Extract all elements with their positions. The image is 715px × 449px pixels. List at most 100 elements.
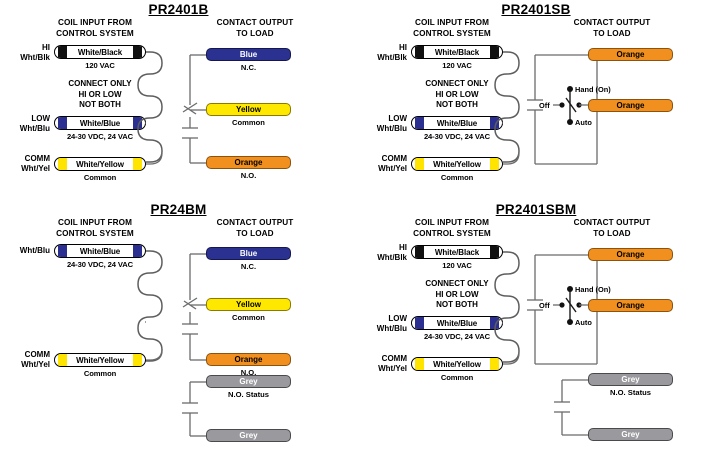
wire-label: White/Blue: [436, 118, 478, 128]
wire-caption-common: Common: [440, 173, 474, 182]
load-yellow: Yellow: [206, 298, 291, 311]
wire-pill-white-yellow: White/Yellow: [54, 353, 146, 367]
load-caption-no: N.O.: [240, 171, 257, 180]
wire-label: White/Black: [434, 47, 480, 57]
wire-lead-low: LOW Wht/Blu: [376, 314, 407, 333]
wire-pill-white-blue: White/Blue: [54, 116, 146, 130]
wire-band-right: [133, 46, 142, 58]
wire-band-right: [490, 246, 499, 258]
diagram-pr24bm: PR24BM COIL INPUT FROM CONTROL SYSTEM CO…: [0, 200, 357, 449]
wire-pill-white-black: White/Black: [411, 245, 503, 259]
wire-lead-low: LOW Wht/Blu: [19, 114, 50, 133]
wire-band-right: [133, 245, 142, 257]
wire-lead-hi: HI Wht/Blk: [377, 243, 407, 262]
wire-label: White/Black: [77, 47, 123, 57]
column-header-coil-input: COIL INPUT FROM CONTROL SYSTEM: [56, 18, 134, 38]
wire-band-left: [58, 245, 67, 257]
column-header-contact-output: CONTACT OUTPUT TO LOAD: [573, 218, 651, 238]
column-header-coil-input: COIL INPUT FROM CONTROL SYSTEM: [56, 218, 134, 238]
wiring-lines-pr24bm: [137, 250, 206, 437]
wire-pill-white-blue: White/Blue: [54, 244, 146, 258]
switch-label-hand: Hand (On): [575, 85, 611, 94]
load-caption-common: Common: [232, 118, 265, 127]
wire-band-left: [58, 46, 67, 58]
diagram-pr2401sbm: PR2401SBM COIL INPUT FROM CONTROL SYSTEM…: [357, 200, 715, 449]
wire-caption-common: Common: [440, 373, 474, 382]
wire-lead-comm: COMM Wht/Yel: [21, 154, 50, 173]
wire-voltage-120: 120 VAC: [442, 61, 472, 70]
load-orange-top: Orange: [588, 48, 673, 61]
wire-lead-comm: COMM Wht/Yel: [21, 350, 50, 369]
wire-band-right: [133, 158, 142, 170]
note-connect-only: CONNECT ONLY HI OR LOW NOT BOTH: [68, 79, 132, 109]
column-header-coil-input: COIL INPUT FROM CONTROL SYSTEM: [413, 18, 491, 38]
wire-pill-white-yellow: White/Yellow: [54, 157, 146, 171]
wire-lead-hi: HI Wht/Blk: [20, 43, 50, 62]
wire-band-left: [415, 358, 424, 370]
wire-band-left: [58, 354, 67, 366]
load-grey-return: Grey: [588, 428, 673, 441]
diagram-title: PR2401SBM: [495, 202, 577, 217]
diagram-pr2401b: PR2401B COIL INPUT FROM CONTROL SYSTEM C…: [0, 0, 357, 200]
wire-voltage-24: 24-30 VDC, 24 VAC: [423, 132, 491, 141]
load-yellow: Yellow: [206, 103, 291, 116]
switch-label-auto: Auto: [575, 318, 592, 327]
note-connect-only: CONNECT ONLY HI OR LOW NOT BOTH: [425, 279, 489, 309]
wire-band-left: [415, 46, 424, 58]
wire-voltage-120: 120 VAC: [85, 61, 115, 70]
load-orange-switch: Orange: [588, 99, 673, 112]
load-orange-top: Orange: [588, 248, 673, 261]
wire-voltage-24: 24-30 VDC, 24 VAC: [66, 132, 134, 141]
wire-label: White/Yellow: [433, 159, 481, 169]
wire-band-left: [415, 246, 424, 258]
wire-band-right: [133, 354, 142, 366]
wire-pill-white-black: White/Black: [411, 45, 503, 59]
wire-band-right: [490, 117, 499, 129]
wire-pill-white-yellow: White/Yellow: [411, 357, 503, 371]
diagram-title: PR2401B: [148, 2, 209, 17]
column-header-contact-output: CONTACT OUTPUT TO LOAD: [573, 18, 651, 38]
load-caption-no-status: N.O. Status: [610, 388, 651, 397]
wire-band-left: [415, 317, 424, 329]
wire-band-left: [58, 117, 67, 129]
wire-band-right: [490, 358, 499, 370]
note-connect-only: CONNECT ONLY HI OR LOW NOT BOTH: [425, 79, 489, 109]
wiring-lines-pr2401sbm: [494, 251, 598, 436]
wire-label: White/Yellow: [76, 159, 124, 169]
wire-voltage-24: 24-30 VDC, 24 VAC: [66, 260, 134, 269]
wire-lead-hi: HI Wht/Blk: [377, 43, 407, 62]
wire-pill-white-yellow: White/Yellow: [411, 157, 503, 171]
wire-band-left: [415, 117, 424, 129]
load-blue: Blue: [206, 48, 291, 61]
wire-lead-low: LOW Wht/Blu: [376, 114, 407, 133]
load-orange: Orange: [206, 353, 291, 366]
wiring-lines-pr2401b: [137, 51, 206, 165]
wire-label: White/Yellow: [76, 355, 124, 365]
diagram-title: PR2401SB: [501, 2, 571, 17]
switch-label-auto: Auto: [575, 118, 592, 127]
wire-lead-wht-blu: Wht/Blu: [19, 246, 50, 255]
wire-caption-common: Common: [83, 173, 117, 182]
diagram-title: PR24BM: [150, 202, 207, 217]
load-grey-status: Grey: [588, 373, 673, 386]
wire-pill-white-blue: White/Blue: [411, 316, 503, 330]
load-orange-switch: Orange: [588, 299, 673, 312]
wire-label: White/Blue: [79, 118, 121, 128]
load-caption-nc: N.C.: [240, 63, 257, 72]
wire-label: White/Yellow: [433, 359, 481, 369]
wire-pill-white-blue: White/Blue: [411, 116, 503, 130]
wire-label: White/Blue: [79, 246, 121, 256]
wire-band-right: [133, 117, 142, 129]
wire-voltage-120: 120 VAC: [442, 261, 472, 270]
load-caption-no-status: N.O. Status: [228, 390, 269, 399]
diagram-pr2401sb: PR2401SB COIL INPUT FROM CONTROL SYSTEM …: [357, 0, 715, 200]
load-caption-nc: N.C.: [240, 262, 257, 271]
switch-label-off: Off: [539, 301, 550, 310]
column-header-contact-output: CONTACT OUTPUT TO LOAD: [216, 18, 294, 38]
wire-pill-white-black: White/Black: [54, 45, 146, 59]
load-caption-no: N.O.: [240, 368, 257, 377]
switch-label-off: Off: [539, 101, 550, 110]
load-grey-status: Grey: [206, 375, 291, 388]
load-caption-common: Common: [232, 313, 265, 322]
wire-band-right: [490, 317, 499, 329]
